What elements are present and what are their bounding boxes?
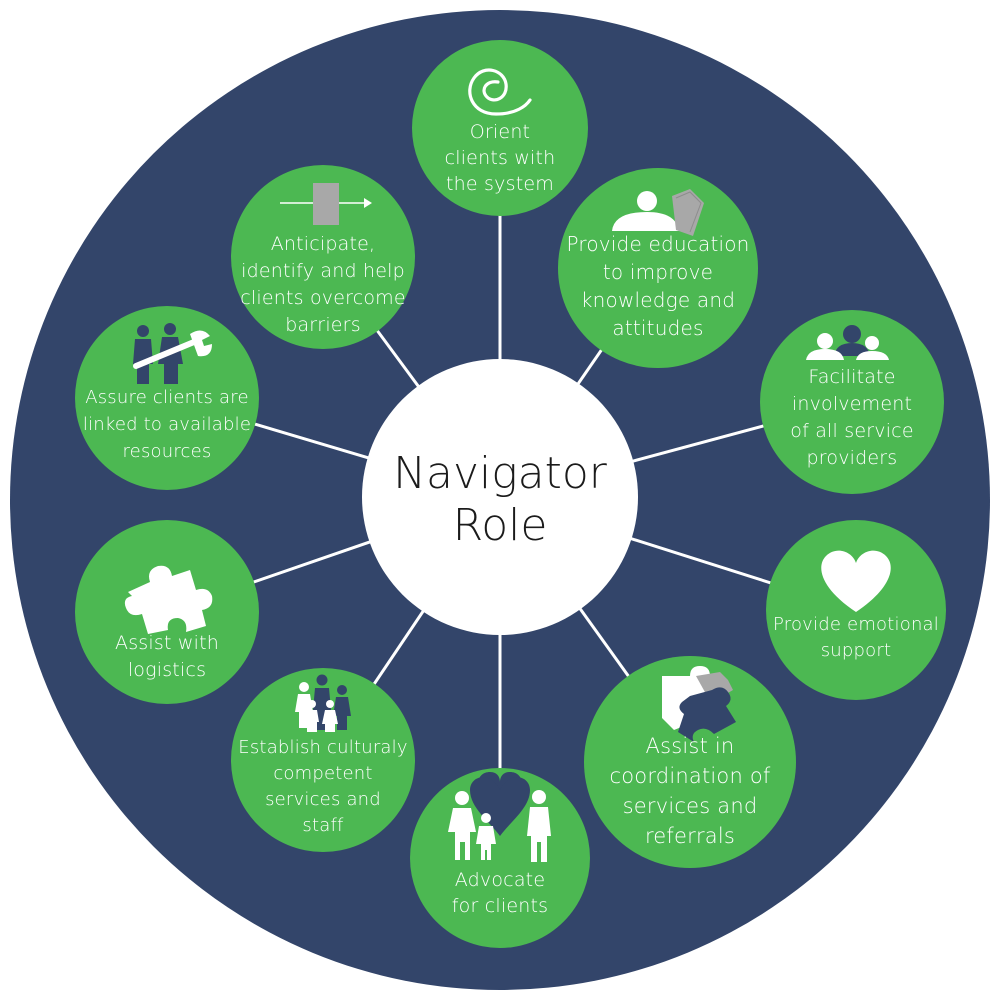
group-people-icon <box>806 325 889 360</box>
node-circle-facilitate <box>760 310 944 494</box>
node-label-barriers: Anticipate, identify and help clients ov… <box>240 233 406 336</box>
node-label-education: Provide education to improve knowledge a… <box>566 232 750 340</box>
heart-icon <box>821 550 891 612</box>
node-circle-resources <box>75 306 259 490</box>
family-heart-icon <box>448 772 551 862</box>
node-circle-cultural <box>231 668 415 852</box>
node-circle-education <box>558 168 758 368</box>
node-circles <box>75 40 946 948</box>
person-reading-icon <box>612 189 704 236</box>
diverse-family-icon <box>295 674 351 732</box>
center-title: Navigator Role <box>393 448 607 551</box>
node-label-emotional: Provide emotional support <box>773 614 939 661</box>
node-label-orient: Orient clients with the system <box>444 121 556 195</box>
node-label-facilitate: Facilitate involvement of all service pr… <box>790 366 914 469</box>
node-circle-barriers <box>231 165 415 349</box>
door-arrow-icon <box>280 183 372 225</box>
node-label-logistics: Assist with logistics <box>115 632 219 681</box>
center-circle <box>362 359 638 635</box>
icons <box>124 68 891 862</box>
node-label-coordination: Assist in coordination of services and r… <box>609 734 771 848</box>
node-label-advocate: Advocate for clients <box>451 869 549 917</box>
spiral-icon <box>468 68 532 116</box>
puzzle-pieces-icon <box>662 666 736 742</box>
node-circle-coordination <box>584 656 796 868</box>
puzzle-piece-icon <box>124 565 213 634</box>
node-circle-orient <box>412 40 588 216</box>
node-label-cultural: Establish culturaly competent services a… <box>238 737 408 836</box>
node-label-resources: Assure clients are linked to available r… <box>82 386 252 462</box>
people-wrench-icon <box>133 323 212 384</box>
